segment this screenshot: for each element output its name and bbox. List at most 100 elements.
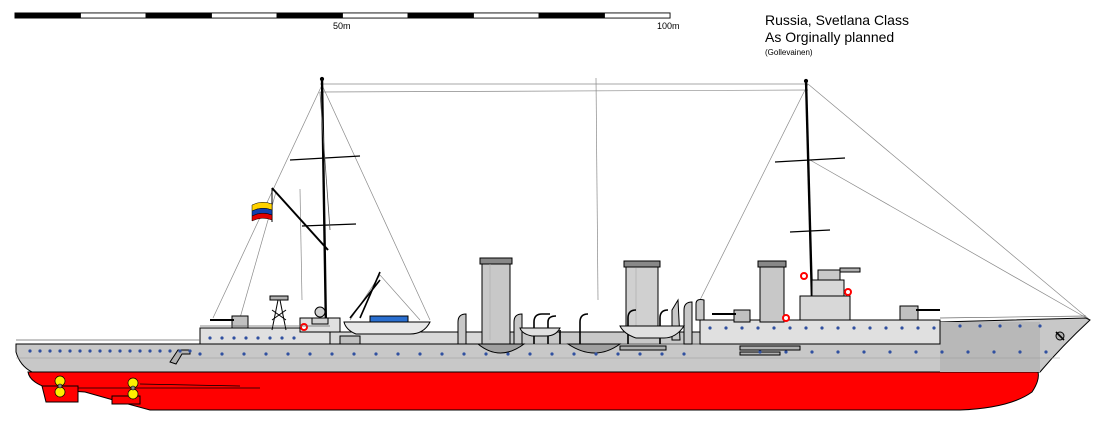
porthole [992,350,996,354]
porthole [810,350,814,354]
porthole [940,350,944,354]
funnel-middle [623,260,661,333]
scale-segment [211,12,278,19]
scale-segment [538,12,605,19]
porthole [68,349,72,353]
scale-bar [14,12,671,19]
porthole [462,352,466,356]
porthole [506,352,510,356]
porthole [998,324,1002,328]
porthole [352,352,356,356]
porthole [418,352,422,356]
main-guns [210,305,940,329]
title-block: Russia, Svetlana Class As Orginally plan… [765,12,909,59]
author-credit: (Gollevainen) [765,48,813,57]
porthole [966,350,970,354]
porthole [78,349,82,353]
porthole [756,326,760,330]
porthole [1018,350,1022,354]
scale-segment [14,12,81,19]
porthole [264,352,268,356]
porthole [244,336,248,340]
porthole [740,326,744,330]
porthole [852,326,856,330]
porthole [198,352,202,356]
porthole [708,326,712,330]
deck-rails [16,315,1087,341]
scale-label-100m: 100m [657,21,680,31]
fore-mast [271,76,361,331]
porthole [308,352,312,356]
porthole [884,326,888,330]
porthole [118,349,122,353]
porthole [220,352,224,356]
porthole [158,349,162,353]
porthole [804,326,808,330]
porthole [616,352,620,356]
porthole [900,326,904,330]
ship-subtitle: As Orginally planned [765,29,895,45]
porthole [396,352,400,356]
scale-segment [604,12,671,19]
porthole [758,350,762,354]
porthole [148,349,152,353]
propeller-icon [54,375,66,398]
porthole [38,349,42,353]
porthole [916,326,920,330]
porthole [888,350,892,354]
rangefinder [311,306,329,325]
porthole [682,352,686,356]
porthole [820,326,824,330]
porthole [374,352,378,356]
porthole [48,349,52,353]
scale-segment [407,12,474,19]
porthole [862,350,866,354]
porthole [188,349,192,353]
porthole [772,326,776,330]
porthole [914,350,918,354]
propeller-icon [127,377,139,400]
porthole [128,349,132,353]
searchlight-tower [269,295,289,331]
anchor-icon [1055,331,1065,341]
boats [343,315,685,339]
porthole [528,352,532,356]
porthole [98,349,102,353]
porthole [572,352,576,356]
porthole [1018,324,1022,328]
porthole [484,352,488,356]
porthole [958,324,962,328]
porthole [1044,350,1048,354]
funnel-forward [479,257,513,345]
porthole [724,326,728,330]
porthole [440,352,444,356]
lower-hull [27,371,1039,411]
porthole [268,336,272,340]
bilge-keels [476,343,622,354]
porthole [836,350,840,354]
scale-segment [145,12,212,19]
porthole [208,336,212,340]
flag-icon [251,188,273,222]
porthole [868,326,872,330]
scale-segment [276,12,343,19]
portholes [28,324,1048,356]
porthole [178,349,182,353]
porthole [138,349,142,353]
porthole [88,349,92,353]
porthole [286,352,290,356]
main-mast [774,78,846,301]
porthole [638,352,642,356]
scale-segment [80,12,147,19]
porthole [932,326,936,330]
porthole [292,336,296,340]
boat-crane [349,271,381,319]
porthole [232,336,236,340]
scale-bar-segments [14,12,671,19]
porthole [280,336,284,340]
porthole [836,326,840,330]
funnel-aft [757,260,787,323]
porthole [550,352,554,356]
